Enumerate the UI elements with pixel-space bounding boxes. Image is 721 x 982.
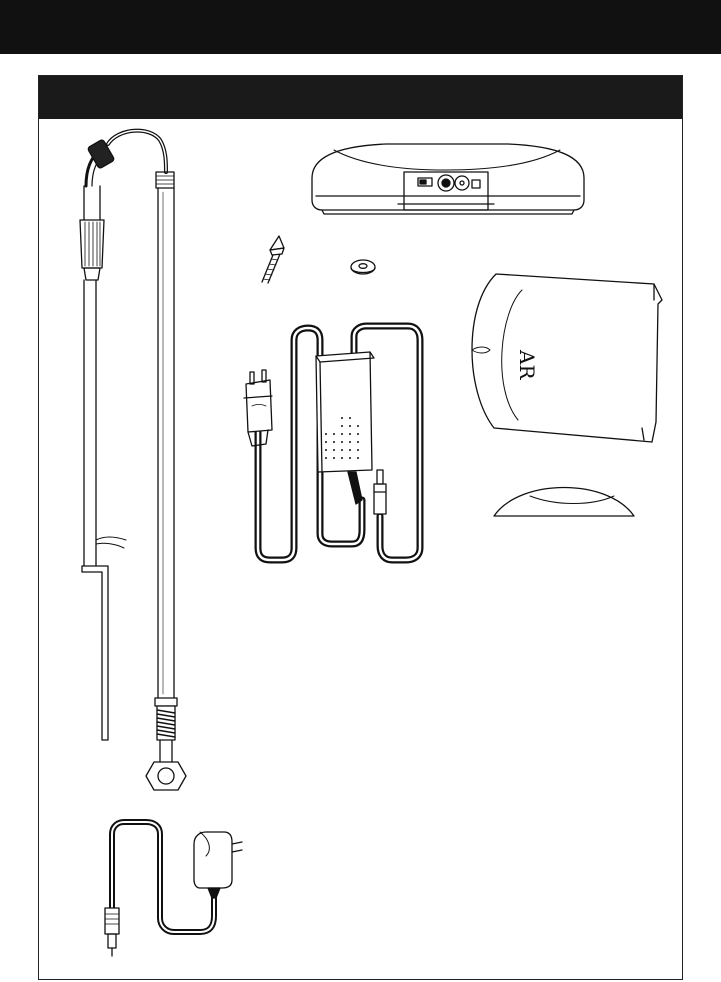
cover-foot-illustration (494, 488, 634, 517)
cover-logo-text: AR (515, 349, 539, 380)
base-unit-illustration (312, 144, 584, 214)
wall-adapter-illustration (105, 822, 242, 956)
washer-illustration (351, 260, 375, 274)
cover-panel-illustration: AR (472, 274, 662, 442)
wand-antenna-illustration (146, 172, 186, 790)
floor-spike-illustration (262, 236, 284, 283)
power-supply-illustration (244, 326, 420, 560)
thin-rod-illustration (80, 131, 166, 740)
